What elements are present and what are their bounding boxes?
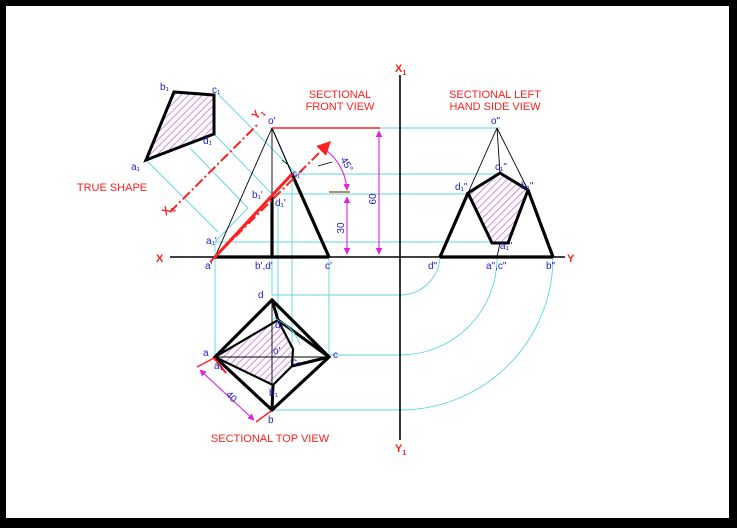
- axis-y1-label: Y1: [395, 443, 406, 457]
- top-view: [196, 297, 332, 423]
- aux-x1-label: X1: [160, 202, 178, 220]
- view-titles: SECTIONAL FRONT VIEW SECTIONAL LEFT HAND…: [77, 89, 541, 445]
- top-label-a1: a₁: [214, 361, 224, 372]
- dimension-cut-height: 30: [336, 222, 347, 234]
- projection-drawing: 60 30 45° 40 SECTIONAL FRONT VIEW: [77, 63, 575, 457]
- aux-y1-label: Y1: [250, 106, 268, 124]
- left-label-ac: a",c": [486, 261, 507, 272]
- front-label-o: o': [268, 116, 276, 127]
- true-shape: [143, 90, 259, 213]
- left-label-c1: c₁": [495, 162, 507, 173]
- x1y1-auxiliary-line: [169, 123, 259, 213]
- front-view: [209, 127, 380, 263]
- front-label-a1: a₁': [206, 236, 217, 247]
- left-side-view: [438, 127, 555, 259]
- top-label-a: a: [203, 348, 209, 359]
- dimension-height: 60: [368, 193, 379, 205]
- front-label-c: c': [325, 261, 332, 272]
- left-view-section: [466, 171, 530, 245]
- left-label-o: o": [491, 116, 501, 127]
- front-label-d1: d₁': [275, 198, 286, 209]
- axis-x-label: X: [156, 253, 164, 265]
- dimension-base-side: 40: [223, 389, 239, 405]
- left-label-d1: d₁": [455, 182, 468, 193]
- top-label-c1: c₁: [292, 357, 301, 368]
- axis-labels: X Y X1 Y1 X1 Y1: [156, 63, 575, 457]
- true-label-d1: d₁: [203, 136, 213, 147]
- top-view-section: [212, 318, 295, 387]
- front-label-bd: b',d': [255, 261, 273, 272]
- top-label-o: o': [273, 346, 281, 357]
- top-label-b1: b₁: [269, 388, 279, 399]
- front-label-b1: b₁': [252, 190, 263, 201]
- axis-x1-label: X1: [395, 63, 406, 77]
- true-shape-section: [143, 90, 216, 163]
- left-point-labels: o" d" a",c" b" a₁" b₁" c₁" d₁": [428, 116, 556, 272]
- true-shape-title: TRUE SHAPE: [77, 182, 147, 194]
- top-point-labels: a b c d o' a₁ b₁ c₁ d₁: [203, 290, 338, 426]
- true-label-c1: c₁: [212, 85, 221, 96]
- top-label-c: c: [333, 350, 338, 361]
- axis-y-label: Y: [567, 253, 575, 265]
- front-point-labels: o' a' b',d' c' a₁' b₁' c₁' d₁': [205, 116, 332, 272]
- front-label-a: a': [205, 261, 213, 272]
- left-view-title-1: SECTIONAL LEFT: [449, 89, 541, 101]
- drawing-sheet: 60 30 45° 40 SECTIONAL FRONT VIEW: [6, 6, 729, 518]
- front-view-title-1: SECTIONAL: [309, 89, 371, 101]
- left-label-a1: a₁": [500, 241, 513, 252]
- top-label-d1: d₁: [275, 320, 285, 331]
- top-label-d: d: [258, 290, 264, 301]
- true-shape-point-labels: a₁ b₁ c₁ d₁: [131, 82, 221, 173]
- true-label-b1: b₁: [160, 82, 170, 93]
- left-label-b1: b₁": [521, 181, 534, 192]
- left-label-b: b": [546, 261, 556, 272]
- left-view-title-2: HAND SIDE VIEW: [449, 101, 541, 113]
- left-label-d: d": [428, 261, 438, 272]
- top-view-title: SECTIONAL TOP VIEW: [211, 433, 330, 445]
- top-label-b: b: [268, 415, 274, 426]
- true-label-a1: a₁: [131, 162, 141, 173]
- front-view-title-2: FRONT VIEW: [306, 101, 375, 113]
- front-dimensions: [325, 130, 383, 255]
- dimension-angle: 45°: [338, 155, 355, 174]
- front-label-c1: c₁': [292, 169, 302, 180]
